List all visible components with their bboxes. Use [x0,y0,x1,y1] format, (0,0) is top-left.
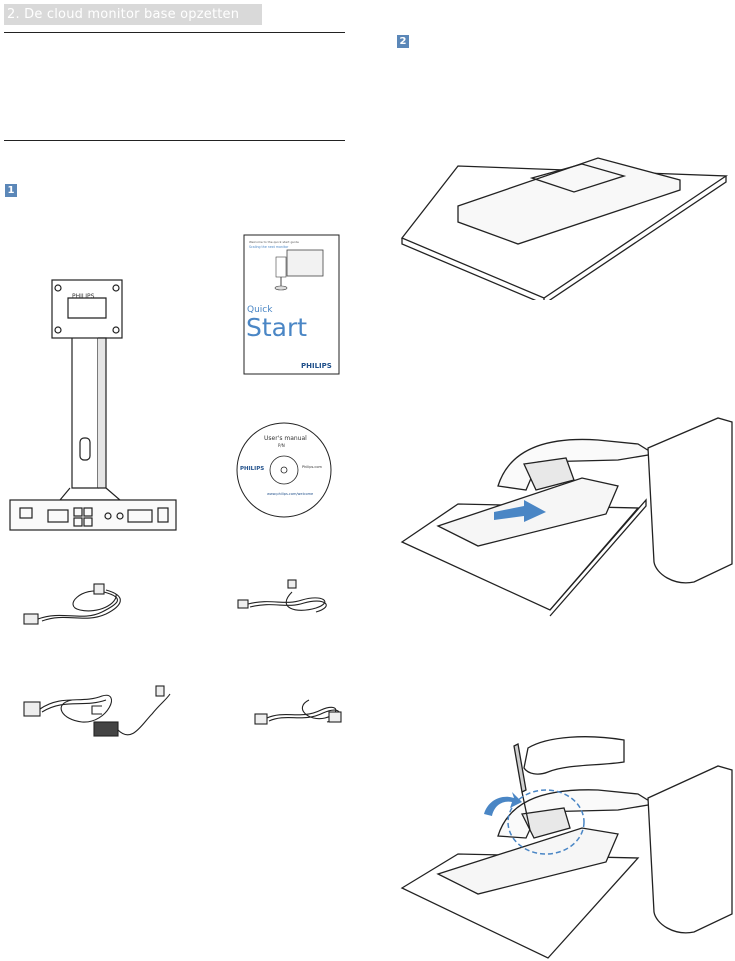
usb-cable [236,578,336,618]
cd-title: User's manual [264,435,307,442]
step-1-badge: 1 [5,184,17,197]
bottom-rule [4,140,345,141]
monitor-stand-figure: PHILIPS [8,278,178,538]
ethernet-cable [245,684,350,734]
cd-brand: PHILIPS [240,466,264,472]
step2-attach-base [398,414,733,624]
quick-start-booklet: Welcome to the quick start guide Scaling… [243,234,341,376]
quick-start-brand: PHILIPS [301,362,332,370]
step2-screwdriver [398,718,733,960]
cd-url: www.philips.com/welcome [267,492,313,496]
power-adapter [22,684,182,754]
vga-cable [22,580,132,630]
quick-start-subheader: Scaling the next monitor [249,245,289,249]
cd-subtitle: P/N [278,443,285,448]
cd-disc: User's manual P/N PHILIPS Philips.com ww… [234,420,334,520]
section-title: 2. De cloud monitor base opzetten [4,4,262,25]
top-rule [4,32,345,33]
cd-right-label: Philips.com [302,465,322,469]
stand-brand-mark: PHILIPS [72,293,95,300]
step-2-badge: 2 [397,35,409,48]
quick-start-label-start: Start [246,313,307,342]
quick-start-preheader: Welcome to the quick start guide [249,240,299,244]
step2-panel-facedown [398,150,733,300]
